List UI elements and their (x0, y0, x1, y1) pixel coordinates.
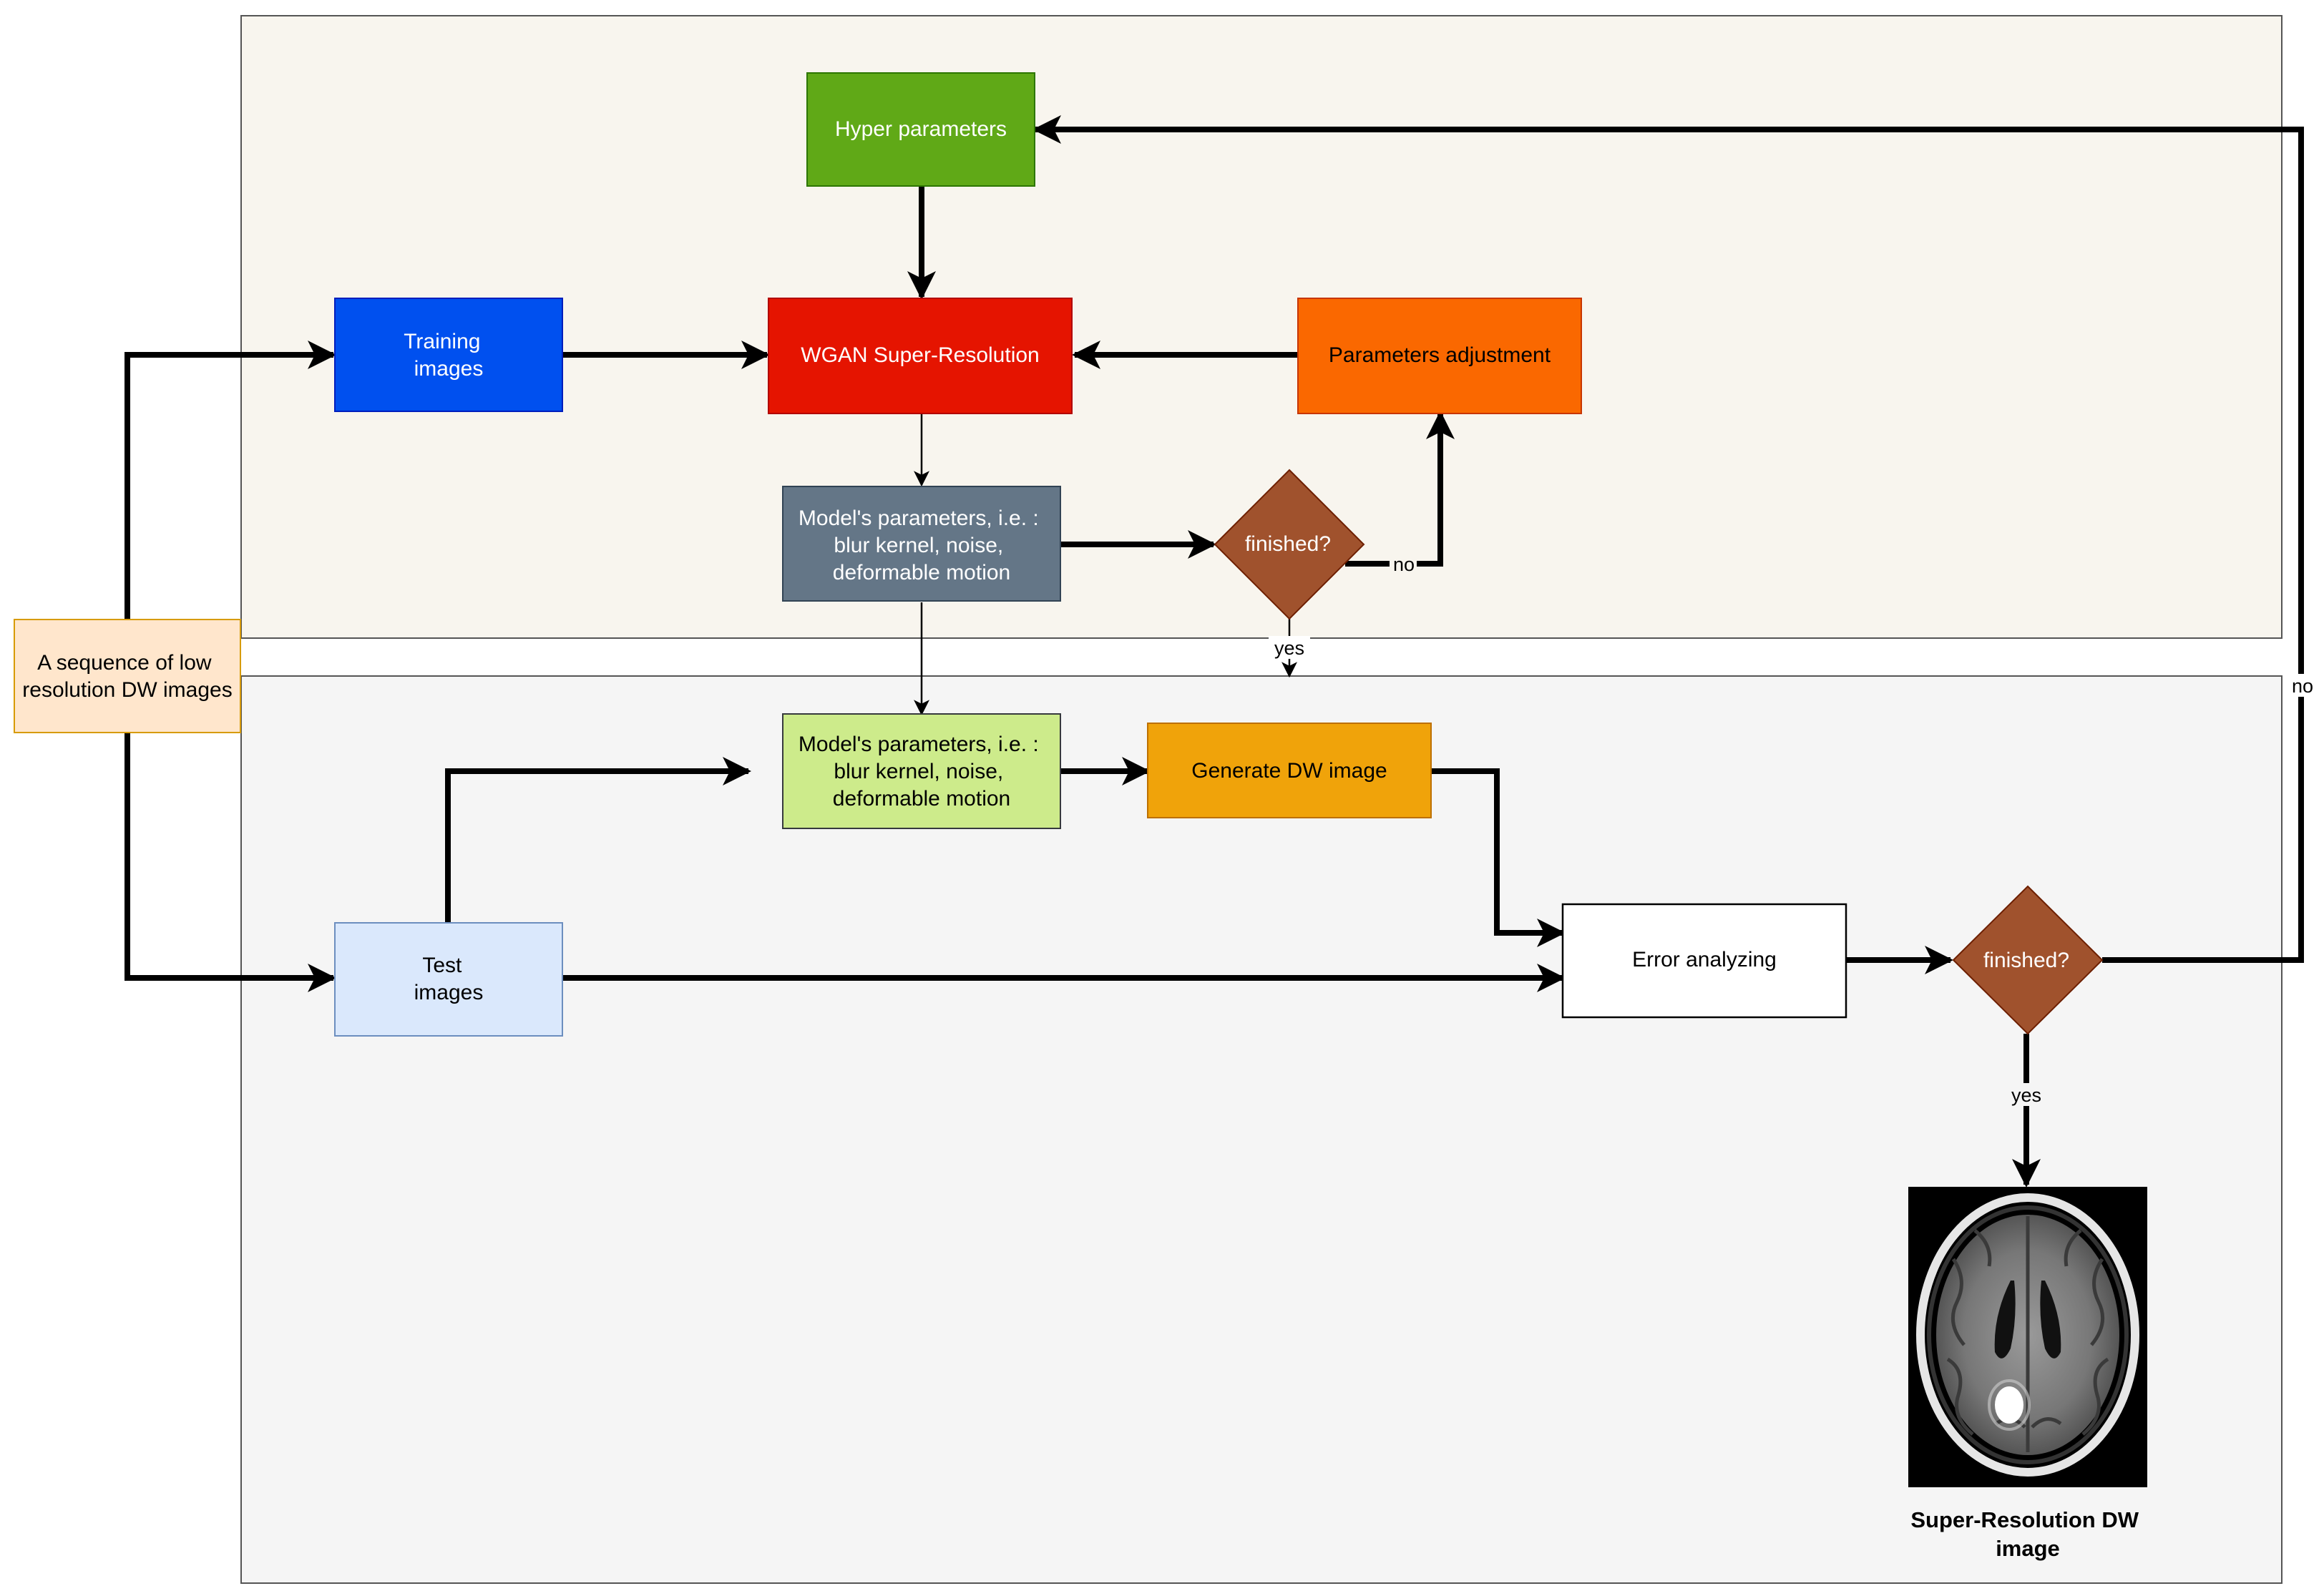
finished-bottom-label: finished? (1983, 949, 2069, 972)
hyper-parameters-box (806, 72, 1035, 187)
input-sequence-box (14, 619, 241, 733)
finished-bottom-diamond (1952, 885, 2104, 1035)
parameters-adjustment-label: Parameters adjustment (1329, 343, 1551, 367)
output-caption: Super-Resolution DW image (1910, 1507, 2144, 1561)
finished-top-label: finished? (1245, 532, 1331, 556)
error-analyzing-label: Error analyzing (1632, 948, 1777, 971)
brain-mri-icon (1908, 1187, 2147, 1487)
edge-generate-to-error (1431, 768, 1566, 947)
edge-label-yes-bottom: yes (2011, 1085, 2041, 1106)
test-images-label: Test images (414, 954, 484, 1004)
edge-label-no-right: no (2292, 675, 2313, 697)
hyper-parameters-label: Hyper parameters (835, 117, 1007, 141)
input-sequence-label: A sequence of low resolution DW images (22, 651, 232, 702)
generate-dw-image-label: Generate DW image (1191, 759, 1387, 783)
wgan-label: WGAN Super-Resolution (801, 343, 1039, 367)
test-images-box (334, 922, 563, 1037)
training-images-label: Training images (404, 330, 487, 381)
edge-test-to-model-bottom (445, 757, 751, 923)
edge-finished-to-adjust (1345, 411, 1455, 567)
wgan-box (768, 298, 1073, 414)
error-analyzing-box (1561, 903, 1847, 1019)
parameters-adjustment-box (1297, 298, 1582, 414)
edge-label-no-top: no (1393, 554, 1415, 575)
finished-top-diamond (1214, 469, 1365, 620)
model-parameters-top-label: Model's parameters, i.e. : blur kernel, … (799, 506, 1045, 584)
edge-finished-bottom-to-hyper (1032, 115, 2304, 963)
model-parameters-bottom-box (782, 713, 1061, 829)
model-parameters-top-box (782, 486, 1061, 602)
generate-dw-image-box (1147, 723, 1432, 818)
edge-label-yes-top: yes (1274, 637, 1304, 659)
model-parameters-bottom-label: Model's parameters, i.e. : blur kernel, … (799, 733, 1045, 811)
edge-input-to-training (125, 341, 336, 620)
edge-input-to-test (125, 733, 336, 992)
training-images-box (334, 298, 563, 412)
